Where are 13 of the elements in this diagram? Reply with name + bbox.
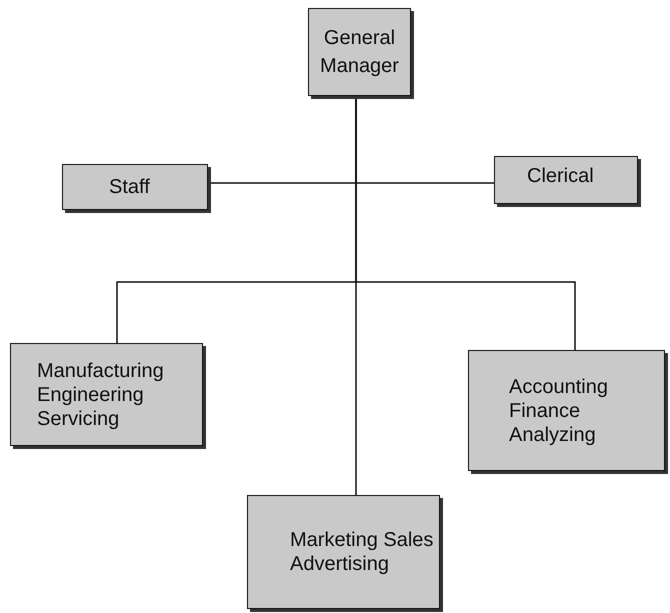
org-box: [10, 343, 203, 446]
org-box: [494, 156, 638, 204]
role-label: General Manager: [319, 26, 400, 79]
role-label: Clerical: [527, 164, 594, 188]
connector-line: [355, 96, 357, 495]
org-box: [468, 350, 665, 471]
role-label: Marketing Sales Advertising: [290, 528, 434, 576]
role-label: Manufacturing Engineering Servicing: [37, 358, 165, 430]
org-box: [62, 164, 208, 210]
org-box: [247, 495, 440, 609]
org-box: [308, 8, 411, 96]
role-label: Staff: [109, 175, 150, 199]
role-label: Accounting Finance Analyzing: [509, 374, 609, 446]
